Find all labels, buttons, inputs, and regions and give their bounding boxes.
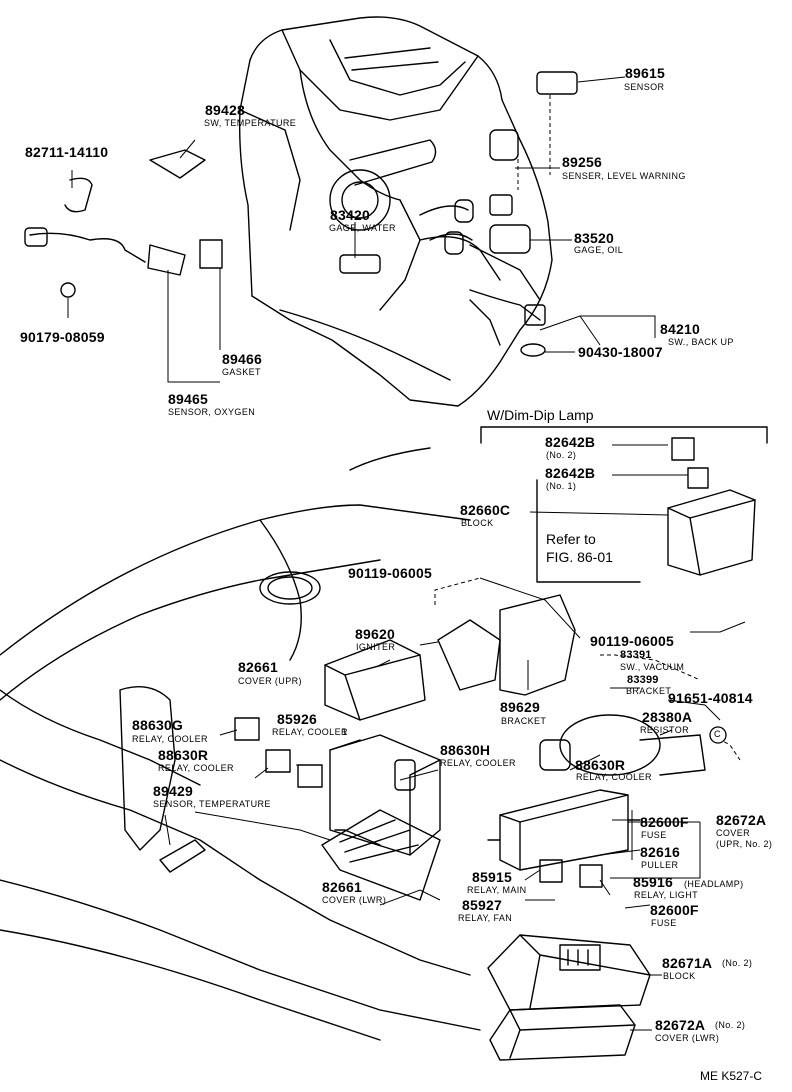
part-desc-89620: IGNITER bbox=[356, 642, 396, 652]
part-number-89428: 89428 bbox=[205, 102, 245, 118]
part-number-82600f-upper: 82600F bbox=[640, 814, 689, 830]
part-desc-88630r-right: RELAY, COOLER bbox=[576, 772, 652, 782]
part-desc-89429: SENSOR, TEMPERATURE bbox=[153, 799, 271, 809]
part-number-82660c: 82660C bbox=[460, 502, 511, 518]
part-number-83420: 83420 bbox=[330, 207, 370, 223]
part-number-88630r-left: 88630R bbox=[158, 747, 209, 763]
part-number-89620: 89620 bbox=[355, 626, 395, 642]
part-number-90179-08059: 90179-08059 bbox=[20, 329, 105, 345]
part-desc-82600f-lower: FUSE bbox=[651, 918, 677, 928]
part-desc2-82672a-upper: (UPR, No. 2) bbox=[716, 839, 773, 849]
part-number-82642b-no2: 82642B bbox=[545, 434, 596, 450]
part-desc-28380a: RESISTOR bbox=[640, 725, 690, 735]
refer-to-text: Refer to bbox=[546, 531, 596, 547]
part-desc-82616: PULLER bbox=[641, 860, 679, 870]
dim-dip-lamp-heading: W/Dim-Dip Lamp bbox=[487, 407, 594, 423]
part-desc-89466: GASKET bbox=[222, 367, 261, 377]
vehicle-body-illustration bbox=[0, 447, 481, 1041]
part-number-90119-06005-a: 90119-06005 bbox=[348, 565, 432, 581]
part-number-82661-upper: 82661 bbox=[238, 659, 278, 675]
part-number-89629: 89629 bbox=[500, 699, 540, 715]
part-number-88630r-right: 88630R bbox=[575, 757, 626, 773]
part-desc-89629: BRACKET bbox=[501, 716, 547, 726]
part-number-82672a-lower: 82672A bbox=[655, 1017, 706, 1033]
part-number-85926: 85926 bbox=[277, 711, 317, 727]
part-desc-89256: SENSER, LEVEL WARNING bbox=[562, 171, 686, 181]
part-desc-85915: RELAY, MAIN bbox=[467, 885, 527, 895]
part-number-91651-40814: 91651-40814 bbox=[668, 690, 753, 706]
part-desc-85927: RELAY, FAN bbox=[458, 913, 513, 923]
part-number-83391: 83391 bbox=[620, 649, 652, 661]
part-desc-82660c: BLOCK bbox=[461, 518, 494, 528]
part-desc-82661-upper: COVER (UPR) bbox=[238, 676, 302, 686]
part-desc-89428: SW, TEMPERATURE bbox=[204, 118, 297, 128]
part-number-88630h: 88630H bbox=[440, 742, 491, 758]
part-number-83399: 83399 bbox=[627, 674, 659, 686]
part-number-83520: 83520 bbox=[574, 230, 614, 246]
part-desc-85916: RELAY, LIGHT bbox=[634, 890, 698, 900]
part-number-82616: 82616 bbox=[640, 844, 680, 860]
reference-marker-letter: C bbox=[714, 729, 721, 739]
part-desc-82672a-upper: COVER bbox=[716, 828, 751, 838]
part-number-82671a: 82671A bbox=[662, 955, 713, 971]
reference-marker-circle bbox=[709, 726, 727, 744]
figure-reference: FIG. 86-01 bbox=[546, 549, 613, 565]
part-number-82600f-lower: 82600F bbox=[650, 902, 699, 918]
part-desc-82672a-lower: COVER (LWR) bbox=[655, 1033, 720, 1043]
part-desc-88630g: RELAY, COOLER bbox=[132, 734, 208, 744]
part-number-88630g: 88630G bbox=[132, 717, 184, 733]
part-desc-83420: GAGE, WATER bbox=[329, 223, 396, 233]
part-desc-82600f-upper: FUSE bbox=[641, 830, 667, 840]
part-desc-89615: SENSOR bbox=[624, 82, 665, 92]
part-number-85927: 85927 bbox=[462, 897, 502, 913]
part-note-82671a: (No. 2) bbox=[722, 958, 753, 968]
part-number-82642b-no1: 82642B bbox=[545, 465, 596, 481]
part-number-84210: 84210 bbox=[660, 321, 700, 337]
part-desc-82661-lower: COVER (LWR) bbox=[322, 895, 387, 905]
part-number-28380a: 28380A bbox=[642, 709, 693, 725]
part-number-89465: 89465 bbox=[168, 391, 208, 407]
part-desc-82642b-no1: (No. 1) bbox=[546, 481, 577, 491]
dash-one-marker: 1 bbox=[342, 727, 348, 737]
part-number-89256: 89256 bbox=[562, 154, 602, 170]
part-number-82661-lower: 82661 bbox=[322, 879, 362, 895]
part-desc-83399: BRACKET bbox=[626, 686, 672, 696]
part-desc-82671a: BLOCK bbox=[663, 971, 696, 981]
part-number-89429: 89429 bbox=[153, 783, 193, 799]
part-desc-84210: SW., BACK UP bbox=[668, 337, 734, 347]
drawing-code: ME K527-C bbox=[700, 1069, 763, 1083]
engine-illustration bbox=[238, 16, 553, 407]
part-number-90119-06005-b: 90119-06005 bbox=[590, 633, 674, 649]
part-number-89466: 89466 bbox=[222, 351, 262, 367]
part-desc-83391: SW., VACUUM bbox=[620, 662, 685, 672]
part-note-82672a-lower: (No. 2) bbox=[715, 1020, 746, 1030]
part-desc-82642b-no2: (No. 2) bbox=[546, 450, 577, 460]
part-number-82711-14110: 82711-14110 bbox=[25, 144, 109, 160]
part-number-85915: 85915 bbox=[472, 869, 512, 885]
part-number-85916: 85916 bbox=[633, 874, 673, 890]
part-desc-85926: RELAY, COOLER bbox=[272, 727, 348, 737]
part-desc-88630h: RELAY, COOLER bbox=[440, 758, 516, 768]
part-number-90430-18007: 90430-18007 bbox=[578, 344, 663, 360]
part-number-89615: 89615 bbox=[625, 65, 665, 81]
part-number-82672a-upper: 82672A bbox=[716, 812, 767, 828]
part-desc-88630r-left: RELAY, COOLER bbox=[158, 763, 234, 773]
part-desc-83520: GAGE, OIL bbox=[574, 245, 624, 255]
part-note-85916: (HEADLAMP) bbox=[684, 879, 744, 889]
part-desc-89465: SENSOR, OXYGEN bbox=[168, 407, 256, 417]
